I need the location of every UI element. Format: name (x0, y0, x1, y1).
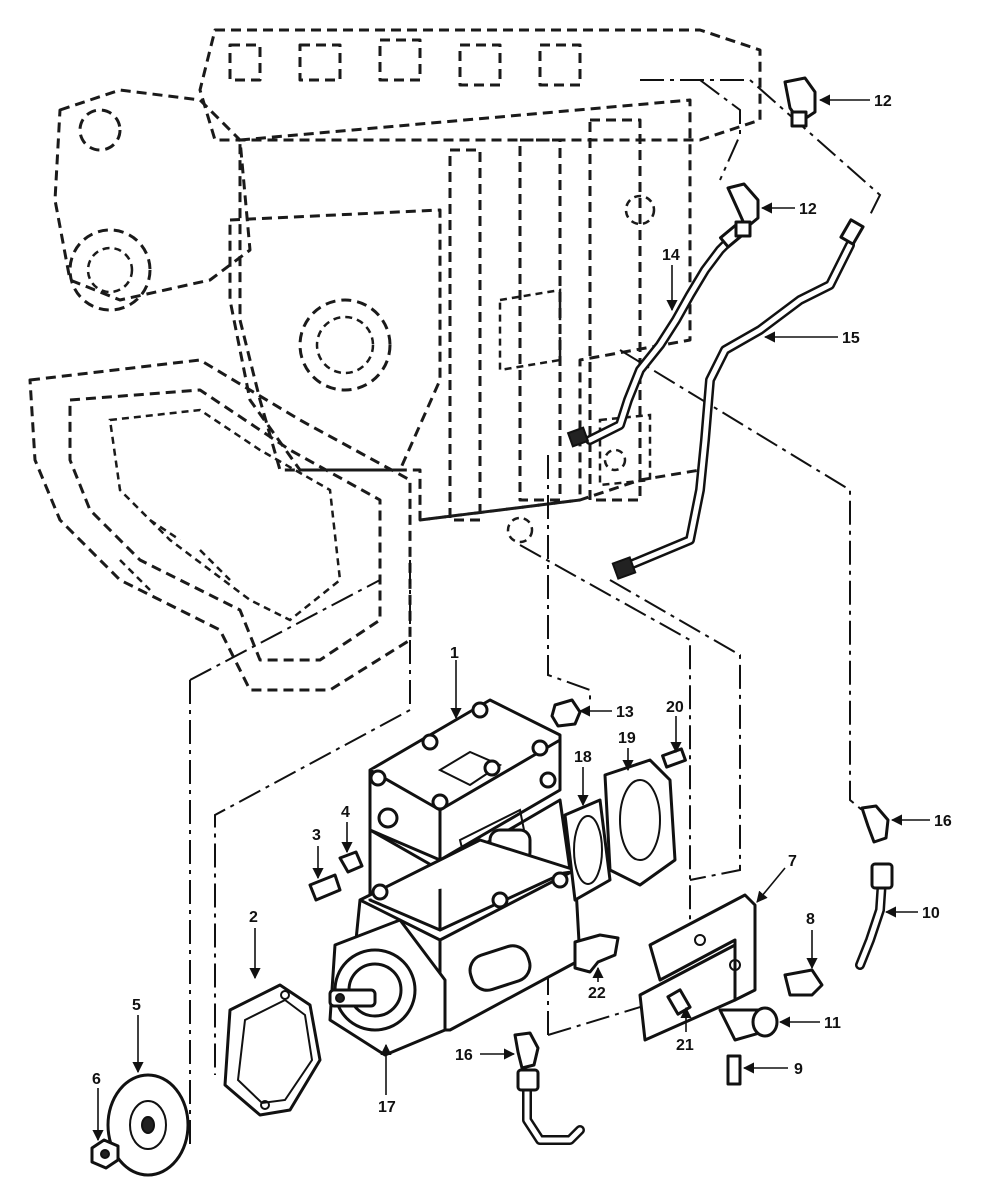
engine-block-phantom (28, 28, 762, 692)
woodruff-key-3 (308, 873, 342, 902)
elbow-fitting-16-right (860, 804, 890, 844)
seal-18 (563, 798, 612, 902)
nut-6 (90, 1138, 120, 1170)
end-cover-19 (603, 758, 677, 887)
bolt-9 (726, 1054, 742, 1086)
elbow-fitting-12-lower (726, 182, 760, 238)
callout-21: 21 (676, 1037, 694, 1054)
callout-3: 3 (312, 827, 321, 844)
callout-6: 6 (92, 1071, 101, 1088)
drive-gear-5 (106, 1073, 190, 1177)
callout-17: 17 (378, 1099, 396, 1116)
bracket-7 (638, 893, 757, 1042)
lower-discharge-hose (516, 1068, 585, 1145)
callout-2: 2 (249, 909, 258, 926)
callout-18: 18 (574, 749, 592, 766)
callout-15: 15 (842, 330, 860, 347)
callout-4: 4 (341, 804, 350, 821)
callout-16-lower: 16 (455, 1047, 473, 1064)
callout-11: 11 (824, 1015, 841, 1032)
alignment-centerlines (189, 79, 882, 1150)
callout-12-upper: 12 (874, 93, 892, 110)
callout-1: 1 (450, 645, 459, 662)
hose-assembly-10 (855, 862, 894, 970)
callout-leaders (92, 94, 930, 1142)
callout-5: 5 (132, 997, 141, 1014)
bolt-20 (661, 747, 687, 769)
callout-12-lower: 12 (799, 201, 817, 218)
callout-7: 7 (788, 853, 797, 870)
fitting-4 (338, 850, 364, 874)
bolt-8 (783, 968, 824, 997)
callout-19: 19 (618, 730, 636, 747)
callout-10: 10 (922, 905, 940, 922)
callout-14: 14 (662, 247, 680, 264)
hose-assembly-15 (611, 218, 865, 580)
callout-8: 8 (806, 911, 815, 928)
callout-22: 22 (588, 985, 606, 1002)
elbow-22 (573, 933, 620, 974)
callout-labels: 1 2 3 4 5 6 7 8 9 10 11 12 12 13 14 15 1… (92, 93, 952, 1116)
callout-20: 20 (666, 699, 684, 716)
callout-13: 13 (616, 704, 634, 721)
connector-13 (550, 698, 582, 728)
spacer-11 (718, 1006, 779, 1042)
gasket-2 (223, 983, 322, 1117)
elbow-fitting-12-upper (783, 76, 817, 128)
hose-assembly-14 (566, 223, 746, 448)
elbow-fitting-16-lower (513, 1031, 540, 1070)
callout-16-right: 16 (934, 813, 952, 830)
callout-9: 9 (794, 1061, 803, 1078)
air-compressor-1 (328, 698, 582, 1057)
